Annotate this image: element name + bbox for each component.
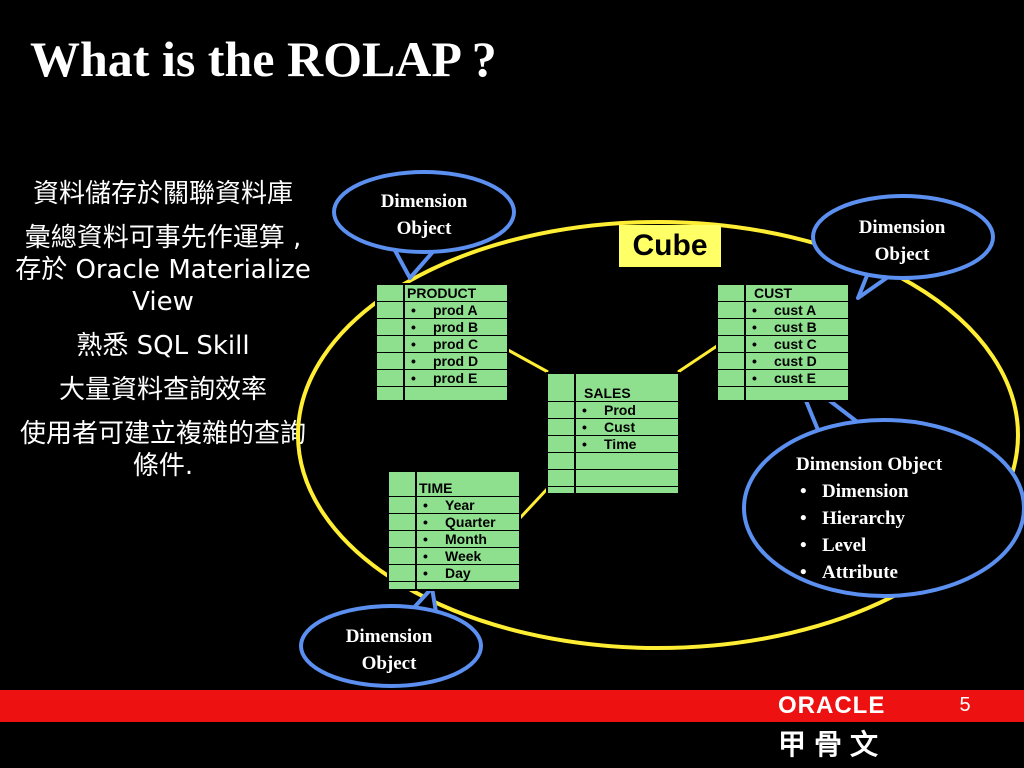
product-table: PRODUCT •prod A •prod B •prod C •prod D …	[375, 283, 509, 402]
table-cell: •cust E	[752, 370, 817, 386]
table-cell: •prod D	[411, 353, 479, 369]
bubble-line: Object	[396, 218, 452, 239]
page-number: 5	[959, 694, 971, 716]
slide-title: What is the ROLAP ?	[30, 31, 497, 87]
table-row: PRODUCT	[377, 285, 507, 302]
bubble-top-left-text: Dimension Object	[344, 188, 504, 242]
dimension-object-detail: Dimension Object Dimension Hierarchy Lev…	[796, 451, 986, 586]
bubble-top-right-text: Dimension Object	[822, 214, 982, 268]
table-row: •Cust	[548, 419, 678, 436]
detail-heading: Dimension Object	[796, 454, 943, 475]
table-row: •prod D	[377, 353, 507, 370]
table-cell: •Day	[423, 565, 471, 581]
table-header: CUST	[754, 285, 793, 301]
list-item: Level	[796, 532, 986, 559]
table-cell: •prod A	[411, 302, 478, 318]
list-item: Attribute	[796, 559, 986, 586]
table-row: SALES	[548, 385, 678, 402]
table-cell: •Cust	[582, 419, 636, 435]
table-row: •Quarter	[389, 514, 519, 531]
detail-list: Dimension Hierarchy Level Attribute	[796, 478, 986, 586]
table-row: •cust A	[718, 302, 848, 319]
table-cell: •cust A	[752, 302, 817, 318]
chinese-logo: 甲骨文	[778, 728, 887, 761]
oracle-logo: ORACLE	[778, 692, 886, 719]
table-row: •cust B	[718, 319, 848, 336]
table-cell: •Time	[582, 436, 637, 452]
cube-ellipse	[296, 220, 1020, 650]
table-cell: •cust C	[752, 336, 817, 352]
table-row: •prod A	[377, 302, 507, 319]
bubble-top-right	[811, 194, 995, 280]
table-header: TIME	[419, 480, 453, 496]
cust-table: CUST •cust A •cust B •cust C •cust D •cu…	[716, 283, 850, 402]
table-header: SALES	[584, 385, 631, 401]
bubble-line: Object	[874, 244, 930, 265]
table-row: •cust E	[718, 370, 848, 387]
cube-label: Cube	[619, 225, 721, 267]
table-row: •Day	[389, 565, 519, 582]
bullet-list: 資料儲存於關聯資料庫 彙總資料可事先作運算 , 存於 Oracle Materi…	[14, 178, 312, 494]
connector-product-sales	[507, 348, 549, 374]
table-cell: •Week	[423, 548, 482, 564]
table-row: •cust C	[718, 336, 848, 353]
list-item: Hierarchy	[796, 505, 986, 532]
bubble-line: Dimension	[345, 626, 433, 647]
bubble-bottom	[299, 604, 483, 688]
table-gutter	[377, 285, 405, 400]
table-row: •Prod	[548, 402, 678, 419]
table-row: CUST	[718, 285, 848, 302]
footer-bar	[0, 690, 1024, 722]
table-header: PRODUCT	[407, 285, 477, 301]
table-row: •Week	[389, 548, 519, 565]
bubble-line: Dimension	[380, 191, 468, 212]
table-cell: •Month	[423, 531, 487, 547]
table-row	[548, 453, 678, 470]
connector-time-sales	[518, 486, 550, 520]
bubble-bottom-text: Dimension Object	[309, 623, 469, 677]
table-row: •Month	[389, 531, 519, 548]
table-cell: •Quarter	[423, 514, 496, 530]
time-table: TIME •Year •Quarter •Month •Week •Day	[387, 470, 521, 591]
bubble-line: Dimension	[858, 217, 946, 238]
bullet-item: 使用者可建立複雜的查詢條件.	[19, 419, 306, 481]
table-row	[548, 470, 678, 487]
table-row: TIME	[389, 480, 519, 497]
table-row: •prod E	[377, 370, 507, 387]
table-gutter	[548, 374, 576, 493]
table-row: •Year	[389, 497, 519, 514]
bullet-item: 熟悉 SQL Skill	[76, 331, 250, 361]
table-cell: •prod B	[411, 319, 479, 335]
bubble-top-left	[332, 170, 516, 254]
table-row: •prod B	[377, 319, 507, 336]
table-cell: •Prod	[582, 402, 636, 418]
table-cell: •cust B	[752, 319, 817, 335]
table-row: •cust D	[718, 353, 848, 370]
connector-cust-sales	[677, 344, 718, 374]
table-cell: •cust D	[752, 353, 817, 369]
bullet-item: 資料儲存於關聯資料庫	[32, 179, 293, 209]
table-gutter	[718, 285, 746, 400]
bullet-item: 大量資料查詢效率	[58, 375, 267, 405]
table-row: •Time	[548, 436, 678, 453]
table-cell: •prod C	[411, 336, 479, 352]
table-cell: •Year	[423, 497, 475, 513]
list-item: Dimension	[796, 478, 986, 505]
bullet-item: 彙總資料可事先作運算 , 存於 Oracle Materialize View	[15, 223, 311, 317]
table-row: •prod C	[377, 336, 507, 353]
sales-table: SALES •Prod •Cust •Time	[546, 372, 680, 495]
table-cell: •prod E	[411, 370, 478, 386]
bubble-line: Object	[361, 653, 417, 674]
